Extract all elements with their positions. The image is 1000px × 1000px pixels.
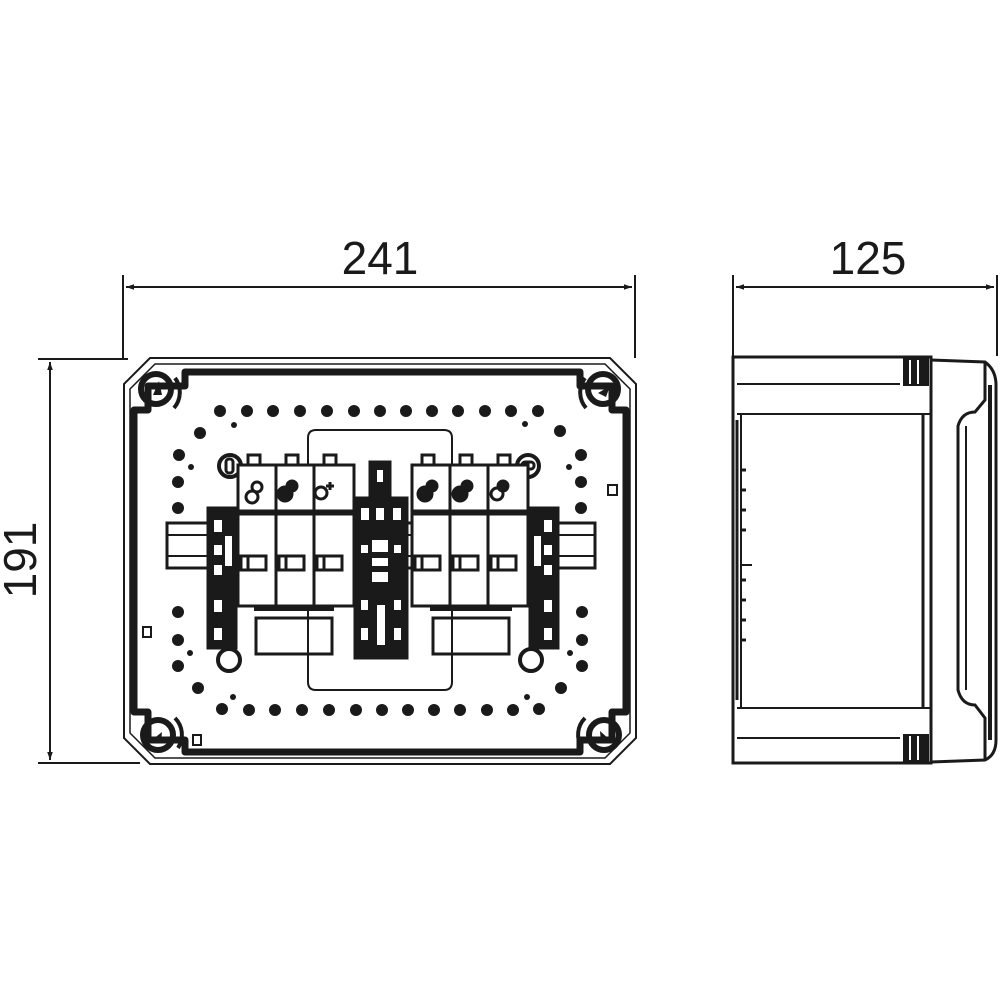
dimension-width-label: 241 (342, 232, 419, 284)
hinge-ribs (903, 358, 929, 762)
dimension-height-label: 191 (0, 522, 46, 599)
enclosure-body (731, 355, 933, 765)
mounting-holes (172, 405, 588, 716)
dimension-width (122, 275, 636, 358)
dimension-depth (732, 275, 998, 356)
corner-screw-icon (138, 371, 622, 753)
enclosure-outline (123, 357, 637, 765)
dimension-height (38, 358, 140, 764)
breaker-group-right (410, 453, 560, 673)
lid (930, 358, 998, 764)
front-view (123, 357, 637, 765)
center-terminal-block (353, 460, 409, 660)
side-view (731, 355, 998, 765)
inner-frame (130, 368, 630, 756)
breaker-group-left (206, 453, 356, 673)
dimension-depth-label: 125 (830, 232, 907, 284)
